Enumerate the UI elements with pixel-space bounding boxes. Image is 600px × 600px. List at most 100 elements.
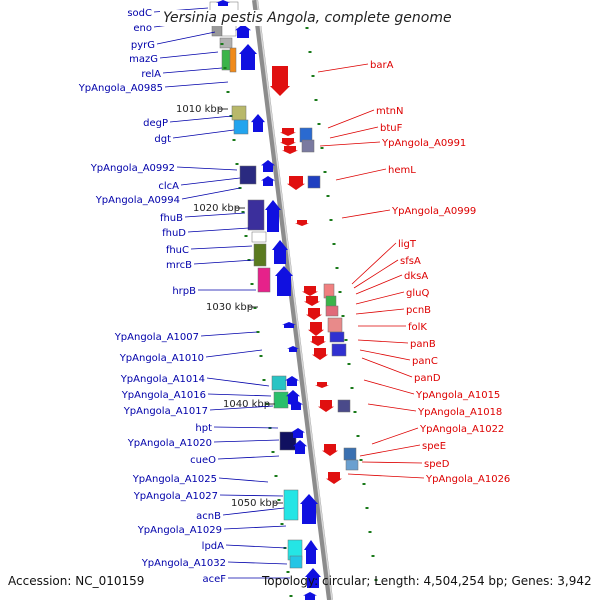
forward-gene-arrow-0 (216, 0, 230, 6)
gene-label-ypangola-a1025: YpAngola_A1025 (132, 474, 217, 485)
leader-line-btuf (329, 126, 379, 139)
leader-line-cueo (217, 455, 280, 460)
gene-label-ypangola-a1020: YpAngola_A1020 (127, 438, 212, 449)
gene-label-ypangola-a0992: YpAngola_A0992 (90, 163, 175, 174)
leader-line-acnb (222, 507, 285, 516)
gene-label-hpt: hpt (195, 423, 212, 434)
feature-box-fwd-6 (231, 105, 247, 121)
gene-label-clca: clcA (158, 181, 179, 192)
feature-box-fwd-11 (253, 243, 267, 267)
leader-line-pand (361, 357, 413, 378)
forward-gene-arrow-17 (304, 540, 318, 564)
forward-gene-arrow-16 (300, 494, 318, 524)
gene-label-ypangola-a1016: YpAngola_A1016 (121, 390, 206, 401)
feature-box-fwd-15 (279, 431, 297, 451)
leader-line-hpt (213, 426, 279, 429)
feature-box-fwd-12 (257, 267, 271, 293)
gene-label-panb: panB (410, 339, 436, 350)
feature-box-fwd-18 (289, 555, 303, 569)
leader-line-ypangola-a1027 (219, 494, 284, 497)
feature-box-fwd-14 (273, 391, 289, 409)
gene-label-mtnn: mtnN (376, 106, 403, 117)
gene-label-ypangola-a1027: YpAngola_A1027 (133, 491, 218, 502)
leader-line-dgt (172, 129, 235, 139)
feature-box-fwd-13 (271, 375, 287, 391)
topology-text: Topology: circular; Length: 4,504,254 bp… (262, 574, 592, 588)
leader-line-ypangola-a1020 (213, 439, 280, 443)
leader-line-heml (335, 168, 387, 181)
reverse-gene-arrow-4 (287, 176, 305, 190)
gene-label-panc: panC (412, 356, 438, 367)
feature-box-fwd-7 (233, 119, 249, 135)
leader-line-ypangola-a1025 (218, 477, 269, 483)
forward-gene-arrow-13 (289, 400, 303, 410)
gene-label-ypangola-a0999: YpAngola_A0999 (391, 206, 476, 217)
forward-gene-arrow-11 (285, 376, 299, 386)
leader-line-ypangola-a1022 (371, 427, 419, 445)
leader-line-ypangola-a1029 (223, 525, 287, 530)
scale-label-1040-kbp: 1040 kbp (223, 399, 270, 410)
gene-label-acef: aceF (202, 574, 226, 585)
gene-label-bara: barA (370, 60, 394, 71)
leader-line-bara (317, 63, 369, 73)
reverse-gene-arrow-10 (310, 336, 326, 346)
forward-gene-arrow-15 (293, 440, 307, 454)
forward-gene-arrow-7 (272, 240, 288, 264)
feature-box-rev-1 (301, 139, 315, 153)
gene-label-eno: eno (133, 23, 152, 34)
gene-label-ypangola-a1029: YpAngola_A1029 (137, 525, 222, 536)
scale-label-1020-kbp: 1020 kbp (193, 203, 240, 214)
gene-label-cueo: cueO (190, 455, 216, 466)
gene-label-btuf: btuF (380, 123, 403, 134)
leader-line-gluq (355, 291, 405, 305)
feature-box-fwd-9 (247, 199, 265, 231)
leader-line-degp (169, 115, 233, 123)
scale-label-1050-kbp: 1050 kbp (231, 498, 278, 509)
leader-line-ypangola-a0991 (319, 141, 381, 147)
forward-gene-arrow-14 (291, 428, 305, 438)
leader-line-mazg (159, 51, 219, 59)
gene-label-ypangola-a1014: YpAngola_A1014 (120, 374, 205, 385)
gene-label-dgt: dgt (154, 134, 171, 145)
feature-box-rev-10 (343, 447, 357, 461)
leader-line-ypangola-a1007 (200, 331, 258, 337)
leader-line-fhuc (190, 245, 253, 250)
leader-line-ypangola-a0992 (176, 166, 238, 171)
leader-line-ypangola-a1017 (209, 405, 274, 411)
gene-label-lpda: lpdA (202, 541, 224, 552)
backbone-line (252, 0, 333, 600)
feature-box-rev-4 (325, 295, 337, 307)
gene-label-dksa: dksA (404, 271, 428, 282)
feature-box-fwd-10 (251, 231, 267, 243)
gene-label-pcnb: pcnB (406, 305, 431, 316)
map-title: Yersinia pestis Angola, complete genome (160, 10, 455, 26)
forward-gene-arrow-6 (265, 200, 281, 232)
leader-line-ypangola-a1018 (367, 403, 417, 412)
forward-gene-arrow-5 (261, 176, 275, 186)
scale-label-1030-kbp: 1030 kbp (206, 302, 253, 313)
gene-label-ypangola-a1007: YpAngola_A1007 (114, 332, 199, 343)
leader-line-ypangola-a1032 (227, 561, 288, 565)
reverse-gene-arrow-14 (322, 444, 338, 456)
feature-box-rev-5 (325, 305, 339, 317)
leader-line-spee (359, 444, 421, 457)
accession-text: Accession: NC_010159 (8, 574, 145, 588)
leader-line-ypangola-a1015 (363, 379, 415, 395)
leader-line-ypangola-a0994 (181, 187, 241, 200)
forward-gene-arrow-18 (305, 568, 321, 588)
leader-line-panc (359, 349, 411, 361)
reverse-gene-arrow-15 (326, 472, 342, 484)
reverse-gene-arrow-13 (318, 400, 334, 412)
gene-label-mazg: mazG (129, 54, 158, 65)
gene-label-hrpb: hrpB (172, 286, 196, 297)
gene-label-ypangola-a1032: YpAngola_A1032 (141, 558, 226, 569)
gene-label-fhub: fhuB (160, 213, 183, 224)
reverse-gene-arrow-3 (282, 146, 298, 154)
gene-label-ligt: ligT (398, 239, 417, 250)
leader-line-lpda (225, 544, 287, 549)
gene-label-fhud: fhuD (162, 228, 186, 239)
leader-line-mtnn (327, 109, 375, 129)
gene-label-ypangola-a0985: YpAngola_A0985 (78, 83, 163, 94)
